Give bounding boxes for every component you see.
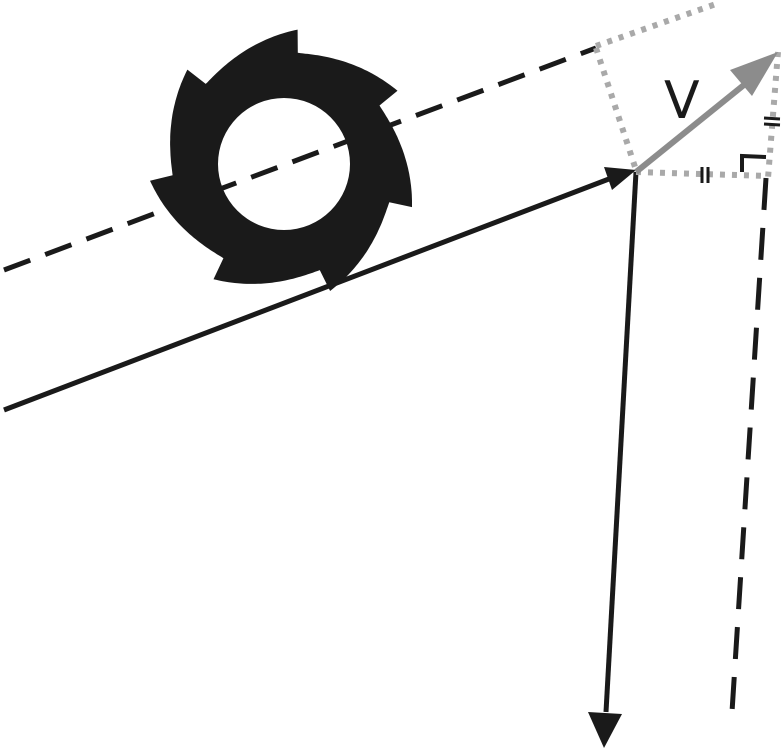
contour-incoming-arrowhead <box>604 167 636 190</box>
offset-path-vertical-dashed-line <box>729 177 769 713</box>
equal-length-tick-icon <box>700 116 781 183</box>
contour-outgoing-edge <box>603 171 639 713</box>
velocity-vector <box>634 69 762 175</box>
velocity-label: V <box>664 71 700 131</box>
milling-cutter-icon <box>150 29 412 291</box>
construction-dotted-lines <box>593 1 781 179</box>
right-angle-marker-icon <box>740 153 767 172</box>
contour-incoming-edge <box>3 171 623 413</box>
velocity-vector-arrowhead <box>730 52 778 96</box>
offset-path-dashed-line <box>3 45 597 273</box>
contour-outgoing-arrowhead <box>588 712 622 748</box>
